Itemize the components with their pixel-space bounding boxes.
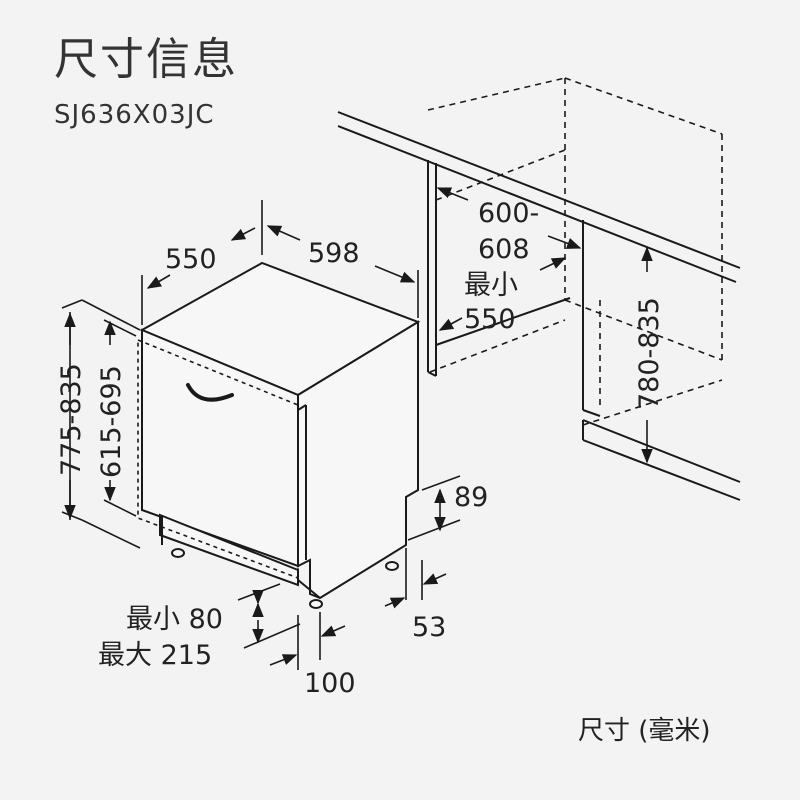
page-title: 尺寸信息: [54, 34, 238, 85]
cabinet-niche: [337, 111, 741, 501]
label-niche-width-top: 600-: [478, 198, 539, 229]
label-niche-depth-value: 550: [464, 304, 516, 335]
label-plinth-height: 89: [454, 482, 488, 513]
label-depth: 550: [165, 244, 217, 275]
label-door-gap-max: 最大 215: [98, 640, 212, 671]
label-niche-height: 780-835: [634, 297, 665, 410]
label-total-height: 775-835: [56, 363, 87, 476]
label-niche-width-bottom: 608: [478, 234, 530, 265]
label-width: 598: [308, 238, 360, 269]
model-number: SJ636X03JC: [54, 100, 215, 130]
dimension-lines: [61, 187, 653, 670]
label-niche-depth-min: 最小: [464, 270, 518, 301]
label-plinth-depth: 53: [412, 612, 446, 643]
door-handle: [186, 383, 234, 402]
unit-note: 尺寸 (毫米): [578, 716, 711, 746]
door-outline: [137, 338, 299, 580]
cabinet-niche-hidden: [427, 77, 723, 426]
label-door-height: 615-695: [96, 365, 127, 478]
dimension-labels: 550 598 600- 608 最小 550 780-835 775-835 …: [56, 198, 665, 699]
label-front-offset: 100: [304, 668, 356, 699]
dishwasher-body: [139, 261, 421, 609]
label-door-gap-min: 最小 80: [126, 604, 223, 635]
